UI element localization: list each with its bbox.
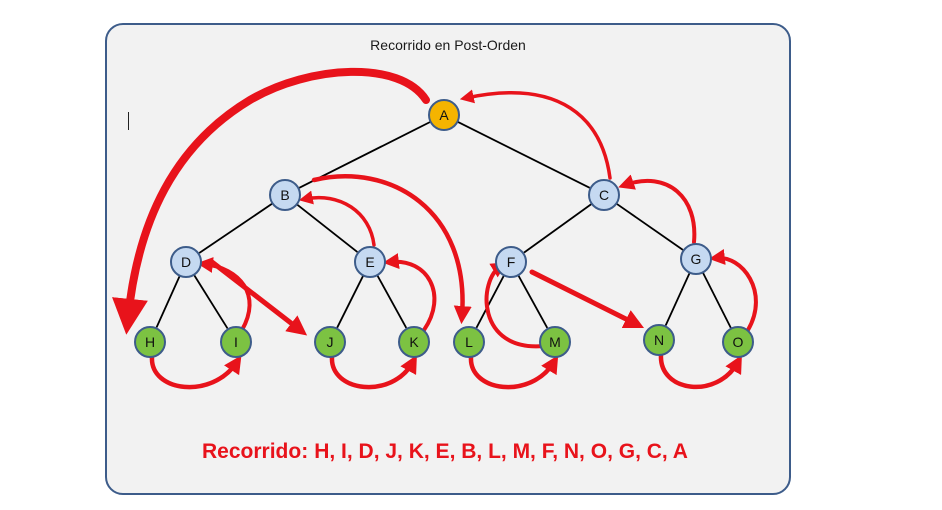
node-circle-A [428,99,460,131]
traversal-arrow-L-M [468,354,559,390]
node-circle-I [220,326,252,358]
traversal-arrow-N-O [658,352,742,390]
node-circle-H [134,326,166,358]
node-label-F: F [507,254,516,270]
tree-node-G: G [680,243,712,275]
node-label-A: A [439,107,449,123]
node-circle-M [539,326,571,358]
traversal-arrow-K-E [382,253,437,332]
tree-edge-F-M [517,274,549,329]
node-circle-F [495,246,527,278]
tree-node-H: H [134,326,166,358]
node-circle-J [314,326,346,358]
tree-edge-G-N [664,272,691,326]
tree-node-A: A [428,99,460,131]
traversal-arrow-H-I [149,354,242,390]
node-circle-D [170,246,202,278]
tree-edge-F-L [475,274,505,329]
traversal-arrow-O-G [708,249,758,332]
traversal-arrow-A-H [112,67,430,335]
tree-edge-C-G [615,202,684,251]
tree-node-I: I [220,326,252,358]
tree-node-M: M [539,326,571,358]
tree-node-K: K [398,326,430,358]
tree-edge-E-J [336,275,365,329]
node-label-H: H [145,334,155,350]
node-label-I: I [234,334,238,350]
node-circle-E [354,246,386,278]
traversal-arrow-D-J [209,259,308,336]
traversal-arrow-C-A [459,89,612,180]
node-circle-B [269,179,301,211]
tree-node-E: E [354,246,386,278]
traversal-arrow-G-C [618,174,697,244]
tree-edge-A-C [457,120,591,189]
tree-node-F: F [495,246,527,278]
tree-node-B: B [269,179,301,211]
tree-edge-B-D [198,202,274,254]
tree-node-D: D [170,246,202,278]
node-label-N: N [654,332,664,348]
node-label-D: D [181,254,191,270]
node-label-C: C [599,187,609,203]
diagram-title: Recorrido en Post-Orden [370,37,526,53]
tree-node-L: L [453,326,485,358]
tree-node-J: J [314,326,346,358]
node-circle-N [643,324,675,356]
node-circle-L [453,326,485,358]
traversal-result: Recorrido:H, I, D, J, K, E, B, L, M, F, … [105,440,791,464]
node-label-G: G [691,251,702,267]
tree-node-O: O [722,326,754,358]
node-label-M: M [549,334,561,350]
tree-edge-D-I [193,274,229,329]
node-label-J: J [327,334,334,350]
traversal-arrow-J-K [329,354,417,390]
tree-node-C: C [588,179,620,211]
tree-edge-G-O [701,271,732,329]
node-circle-G [680,243,712,275]
tree-edge-E-K [376,274,408,329]
node-circle-K [398,326,430,358]
tree-edge-D-H [155,275,181,328]
tree-edge-B-E [296,203,358,253]
node-label-L: L [465,334,473,350]
tree-node-N: N [643,324,675,356]
node-circle-O [722,326,754,358]
traversal-arrow-B-L [311,174,472,325]
node-label-K: K [409,334,419,350]
result-sequence: H, I, D, J, K, E, B, L, M, F, N, O, G, C… [314,440,688,463]
result-label: Recorrido: [202,440,309,463]
traversal-arrow-M-F [484,262,546,349]
node-circle-C [588,179,620,211]
node-label-O: O [733,334,744,350]
tree-edge-C-F [523,203,593,254]
text-cursor [128,112,129,130]
node-label-B: B [280,187,289,203]
traversal-arrow-E-B [298,190,376,247]
traversal-arrow-F-N [529,269,645,329]
node-label-E: E [365,254,374,270]
